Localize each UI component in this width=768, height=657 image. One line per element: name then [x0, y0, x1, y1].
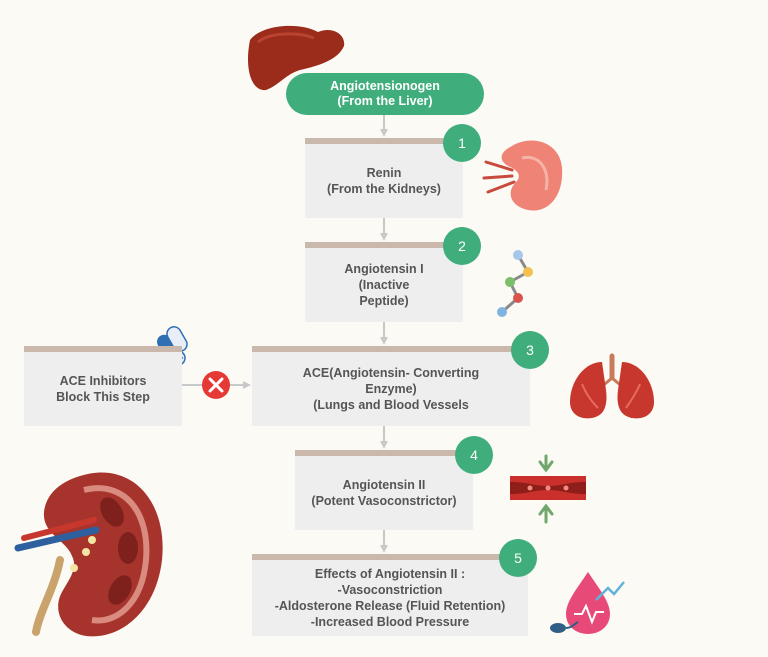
step-box-effects: Effects of Angiotensin II : -Vasoconstri…	[252, 554, 528, 636]
step-label-ace: ACE(Angiotensin- Converting Enzyme) (Lun…	[302, 366, 480, 412]
step-badge-3: 3	[511, 331, 549, 369]
step-box-ace: ACE(Angiotensin- Converting Enzyme) (Lun…	[252, 346, 530, 426]
kidney-icon	[482, 140, 563, 211]
start-label: Angiotensionogen (From the Liver)	[330, 79, 440, 108]
step-number-2: 2	[458, 238, 466, 254]
step-number-4: 4	[470, 447, 478, 463]
step-badge-5: 5	[499, 539, 537, 577]
step-label-effects: Effects of Angiotensin II : -Vasoconstri…	[274, 567, 506, 629]
start-pill: Angiotensionogen (From the Liver)	[286, 73, 484, 115]
step-label-angiotensin-1: Angiotensin I (Inactive Peptide)	[344, 262, 424, 308]
step-box-angiotensin-2: Angiotensin II (Potent Vasoconstrictor)	[295, 450, 473, 530]
block-x-icon	[202, 371, 230, 399]
step-label-angiotensin-2: Angiotensin II (Potent Vasoconstrictor)	[311, 478, 457, 508]
ace-inhibitor-label: ACE Inhibitors Block This Step	[56, 374, 150, 404]
step-badge-2: 2	[443, 227, 481, 265]
blood-vessel-icon	[510, 454, 586, 524]
step-number-1: 1	[458, 135, 466, 151]
liver-icon	[247, 25, 345, 91]
step-box-angiotensin-1: Angiotensin I (Inactive Peptide)	[305, 242, 463, 322]
lungs-icon	[570, 353, 654, 419]
step-badge-4: 4	[455, 436, 493, 474]
step-box-renin: Renin (From the Kidneys)	[305, 138, 463, 218]
ace-inhibitor-box: ACE Inhibitors Block This Step	[24, 346, 182, 426]
step-label-renin: Renin (From the Kidneys)	[327, 166, 441, 196]
step-number-3: 3	[526, 342, 534, 358]
kidney-cross-section-icon	[14, 472, 163, 637]
molecule-icon	[497, 250, 533, 317]
step-number-5: 5	[514, 550, 522, 566]
blood-pressure-icon	[550, 572, 625, 634]
step-badge-1: 1	[443, 124, 481, 162]
